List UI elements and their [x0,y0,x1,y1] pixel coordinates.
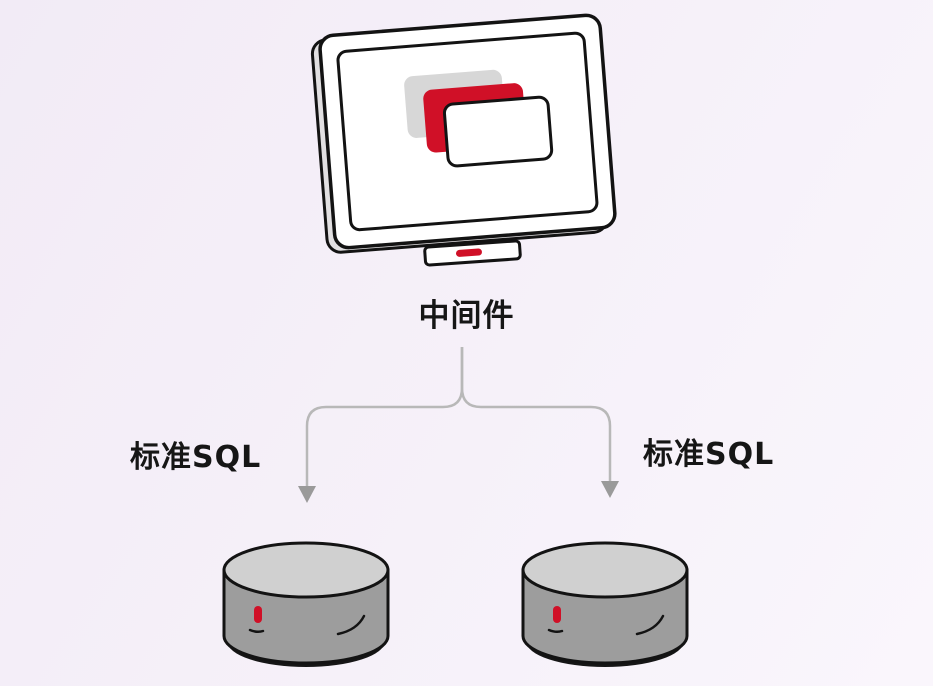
db-left-indicator [254,606,262,623]
arrow-down-icon-left [298,486,316,503]
card-front-white [442,95,554,168]
connector-left-branch [305,347,464,486]
db-left-indicator-tick [248,628,265,634]
arrow-down-icon-right [601,481,619,498]
connector-right-branch [460,347,612,481]
db-right-top [521,541,689,599]
db-right-detail-curve [635,614,665,636]
right-sql-label: 标准SQL [643,437,775,472]
db-left-detail-curve [336,614,366,636]
database-icon-left [222,541,390,667]
stand-indicator [455,248,482,257]
connector-lines [305,347,612,486]
db-right-indicator [553,606,561,623]
db-right-indicator-tick [547,628,564,634]
left-sql-label: 标准SQL [130,440,262,475]
middleware-label: 中间件 [418,298,515,334]
monitor-stand-icon [423,239,522,267]
db-left-top [222,541,390,599]
database-icon-right [521,541,689,667]
monitor-icon [310,13,617,254]
